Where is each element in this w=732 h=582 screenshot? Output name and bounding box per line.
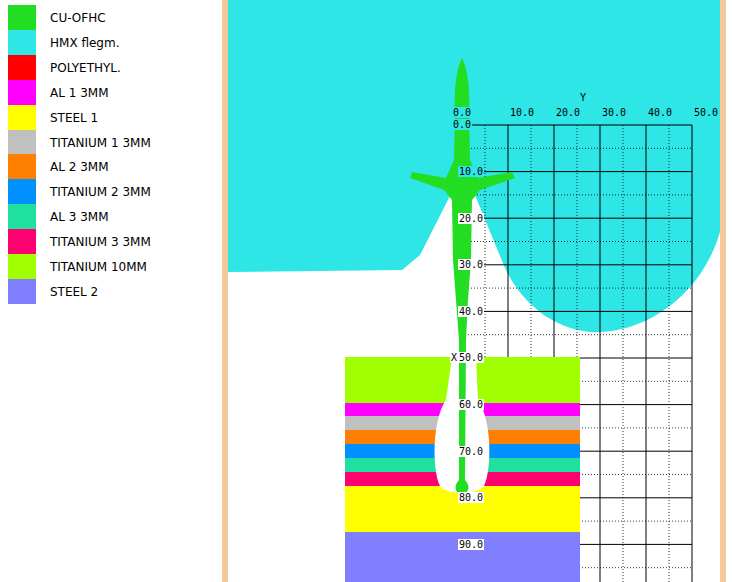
legend-label: AL 2 3MM [50,160,109,174]
legend-label: TITANIUM 2 3MM [50,185,151,199]
grid-line [462,218,692,219]
frame-bar [720,0,726,582]
axis-tick-label: 20.0 [458,213,484,224]
grid-line [669,125,670,582]
copper-jet [410,58,515,494]
axis-name: Y [579,92,587,103]
legend-label: TITANIUM 3 3MM [50,235,151,249]
grid-line [462,125,692,126]
axis-tick-label: 0.0 [452,107,472,118]
axis-tick-label: 30.0 [601,107,627,118]
legend-label: TITANIUM 10MM [50,260,147,274]
legend-label: CU-OFHC [50,11,106,25]
axis-tick-label: 10.0 [509,107,535,118]
legend-label: HMX flegm. [50,36,119,50]
axis-tick-label: 50.0 [458,352,484,363]
axis-tick-label: 0.0 [452,119,472,130]
grid-line [462,171,692,172]
grid-line [462,148,692,149]
legend-swatch [8,55,36,80]
axis-tick-label: 50.0 [693,107,719,118]
legend-swatch [8,30,36,55]
axis-tick-label: 40.0 [458,306,484,317]
legend-swatch [8,279,36,304]
axis-tick-label: 80.0 [458,492,484,503]
legend-label: TITANIUM 1 3MM [50,136,151,150]
legend-label: STEEL 1 [50,111,98,125]
grid-line [623,125,624,582]
axis-tick-label: 90.0 [458,539,484,550]
legend-swatch [8,5,36,30]
axis-tick-label: 70.0 [458,446,484,457]
legend-swatch [8,204,36,229]
legend-label: POLYETHYL. [50,61,121,75]
axis-tick-label: 20.0 [555,107,581,118]
grid-line [692,125,693,582]
legend-label: STEEL 2 [50,285,98,299]
axis-name: X [450,352,458,363]
legend-label: AL 1 3MM [50,86,109,100]
axis-tick-label: 10.0 [458,166,484,177]
grid-line [462,288,692,289]
grid-line [462,264,692,265]
legend-swatch [8,179,36,204]
legend-label: AL 3 3MM [50,210,109,224]
grid-line [462,194,692,195]
legend-swatch [8,130,36,155]
legend-swatch [8,80,36,105]
legend-swatch [8,229,36,254]
axis-tick-label: 40.0 [647,107,673,118]
grid-line [462,334,692,335]
legend-swatch [8,254,36,279]
axis-tick-label: 60.0 [458,399,484,410]
axis-tick-label: 30.0 [458,259,484,270]
grid-line [600,125,601,582]
legend-swatch [8,105,36,130]
grid-line [462,241,692,242]
grid-line [646,125,647,582]
frame-bar [222,0,228,582]
legend-swatch [8,154,36,179]
grid-line [462,311,692,312]
